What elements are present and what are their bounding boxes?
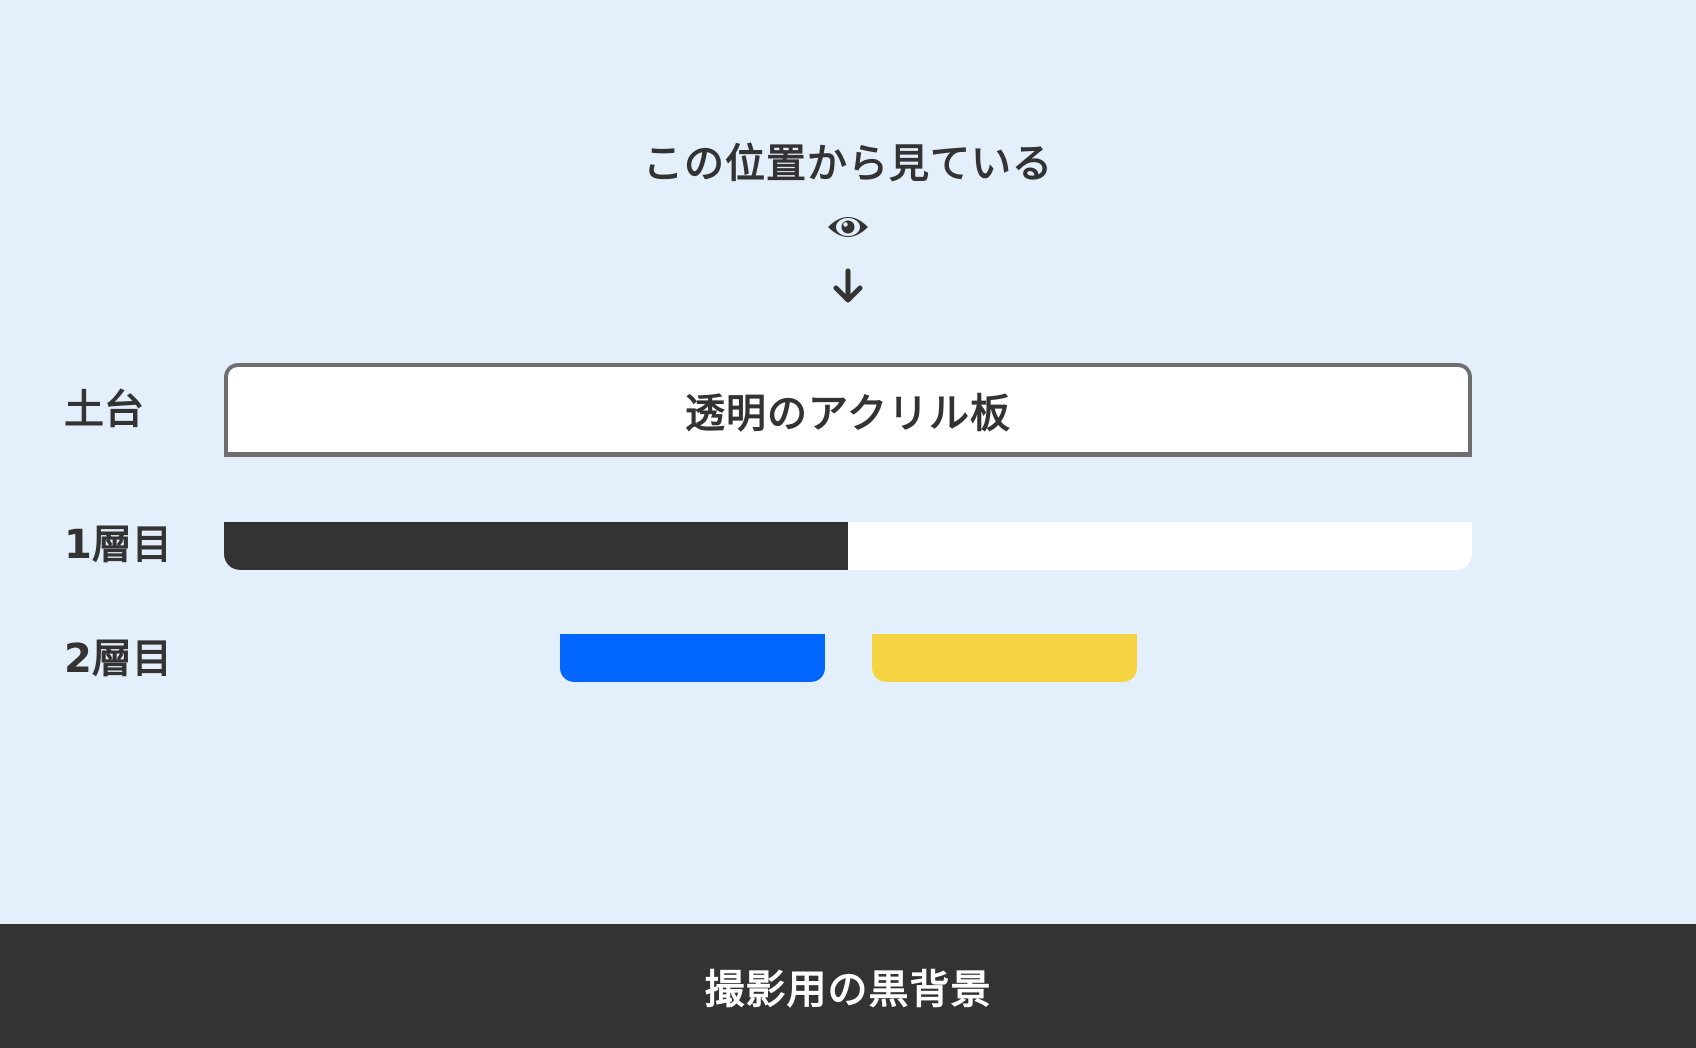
layer2-row-label: 2層目 (64, 636, 172, 682)
black-backdrop: 撮影用の黒背景 (0, 924, 1696, 1048)
base-row-label: 土台 (64, 387, 144, 433)
layer1-light-segment (848, 522, 1472, 570)
acrylic-panel-label: 透明のアクリル板 (685, 390, 1011, 437)
layer1-row-label: 1層目 (64, 522, 172, 568)
layer1-dark-segment (224, 522, 848, 570)
eye-icon (828, 217, 868, 237)
layer1-strip (224, 522, 1472, 570)
backdrop-label: 撮影用の黒背景 (704, 967, 992, 1013)
layer2-blue-piece (560, 634, 825, 682)
acrylic-panel: 透明のアクリル板 (224, 363, 1472, 457)
layer2-yellow-piece (872, 634, 1137, 682)
viewpoint-label: この位置から見ている (643, 141, 1053, 187)
arrow-down-icon (833, 268, 863, 303)
